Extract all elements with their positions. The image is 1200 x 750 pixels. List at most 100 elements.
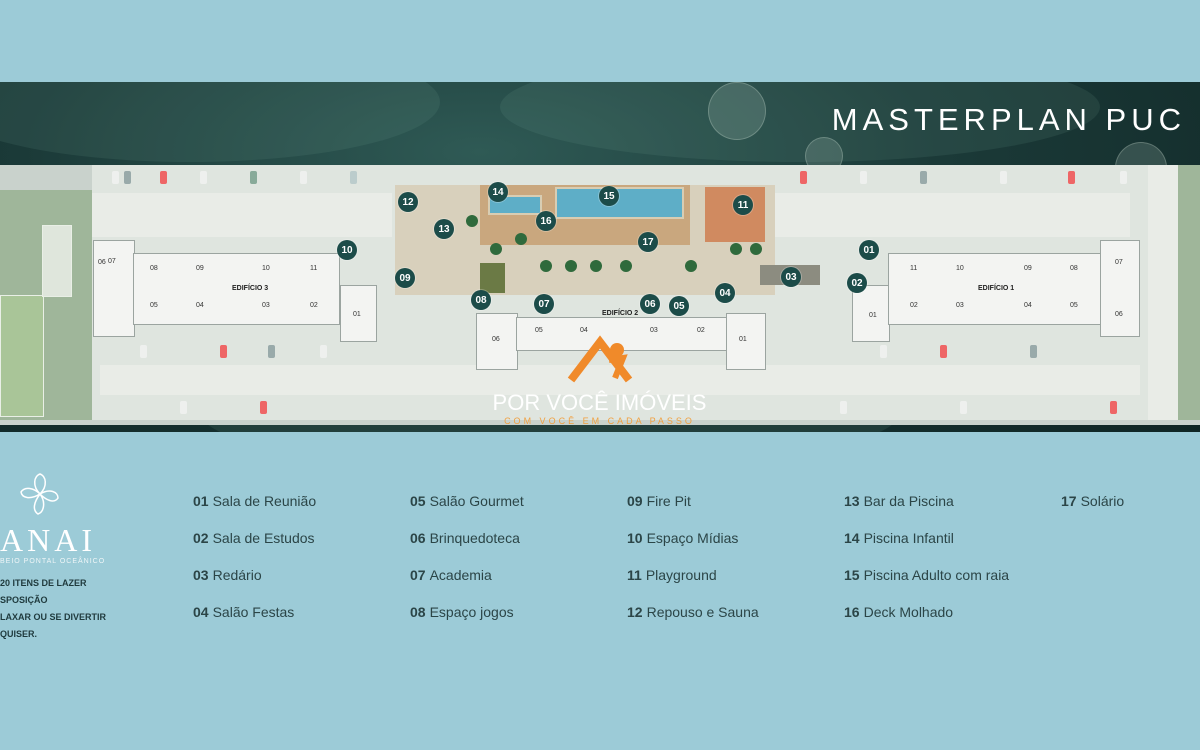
unit-label: 01 [739, 336, 747, 343]
unit-label: 08 [150, 265, 158, 272]
parked-car [1120, 171, 1127, 184]
unit-label: 04 [1024, 302, 1032, 309]
palm-tree [685, 260, 697, 272]
parked-car [200, 171, 207, 184]
parked-car [920, 171, 927, 184]
unit-label: 04 [580, 327, 588, 334]
unit-label: 02 [310, 302, 318, 309]
building-3-wing: 06 [93, 240, 135, 337]
legend-number: 03 [193, 567, 209, 583]
marker-16[interactable]: 16 [536, 211, 556, 231]
legend-label: Repouso e Sauna [646, 604, 759, 620]
watermark-text: POR VOCÊ IMÓVEIS [492, 390, 707, 415]
legend-label: Brinquedoteca [429, 530, 520, 546]
legend-label: Salão Gourmet [429, 493, 524, 509]
marker-05[interactable]: 05 [669, 296, 689, 316]
brand-name: ANAI [0, 522, 96, 558]
green-area [1178, 165, 1200, 420]
legend-label: Piscina Infantil [863, 530, 954, 546]
road [92, 193, 392, 237]
marker-10[interactable]: 10 [337, 240, 357, 260]
unit-label: 01 [869, 312, 877, 319]
unit-label: 03 [650, 327, 658, 334]
parked-car [140, 345, 147, 358]
unit-label: 02 [910, 302, 918, 309]
legend-number: 05 [410, 493, 426, 509]
legend-number: 09 [627, 493, 643, 509]
unit-label: 10 [262, 265, 270, 272]
palm-tree [565, 260, 577, 272]
legend-label: Academia [429, 567, 492, 583]
parked-car [1000, 171, 1007, 184]
legend-number: 14 [844, 530, 860, 546]
road [770, 193, 1130, 237]
parked-car [1030, 345, 1037, 358]
building-3 [133, 253, 340, 325]
unit-label: 07 [1115, 259, 1123, 266]
legend-number: 04 [193, 604, 209, 620]
marker-02[interactable]: 02 [847, 273, 867, 293]
parked-car [860, 171, 867, 184]
marker-07[interactable]: 07 [534, 294, 554, 314]
palm-tree [515, 233, 527, 245]
unit-label: 11 [310, 265, 318, 272]
unit-label: 02 [697, 327, 705, 334]
legend-label: Sala de Estudos [212, 530, 315, 546]
legend-number: 06 [410, 530, 426, 546]
building-2-wing: 01 [726, 313, 766, 370]
legend-number: 07 [410, 567, 426, 583]
parked-car [112, 171, 119, 184]
marker-11[interactable]: 11 [733, 195, 753, 215]
parked-car [180, 401, 187, 414]
parked-car [268, 345, 275, 358]
marker-15[interactable]: 15 [599, 186, 619, 206]
legend-label: Playground [645, 567, 717, 583]
unit-label: 11 [910, 265, 918, 272]
wave-decoration [0, 82, 440, 162]
building-name: EDIFÍCIO 1 [978, 285, 1015, 292]
unit-label: 05 [1070, 302, 1078, 309]
brand-description: 20 ITENS DE LAZER SPOSIÇÃO LAXAR OU SE D… [0, 578, 107, 639]
marker-14[interactable]: 14 [488, 182, 508, 202]
marker-01[interactable]: 01 [859, 240, 879, 260]
unit-label: 07 [108, 258, 116, 265]
marker-08[interactable]: 08 [471, 290, 491, 310]
legend-label: Redário [212, 567, 262, 583]
palm-tree [490, 243, 502, 255]
watermark: POR VOCÊ IMÓVEIS COM VOCÊ EM CADA PASSO [487, 330, 712, 426]
playground-area [705, 187, 765, 242]
marker-04[interactable]: 04 [715, 283, 735, 303]
legend-number: 13 [844, 493, 860, 509]
unit-label: 03 [262, 302, 270, 309]
marker-03[interactable]: 03 [781, 267, 801, 287]
legend-label: Espaço Mídias [646, 530, 739, 546]
marker-17[interactable]: 17 [638, 232, 658, 252]
parked-car [840, 401, 847, 414]
parked-car [260, 401, 267, 414]
parked-car [124, 171, 131, 184]
road [1148, 165, 1178, 420]
watermark-subtext: COM VOCÊ EM CADA PASSO [504, 416, 695, 426]
marker-06[interactable]: 06 [640, 294, 660, 314]
legend-number: 08 [410, 604, 426, 620]
unit-label: 05 [150, 302, 158, 309]
legend-label: Piscina Adulto com raia [863, 567, 1010, 583]
parked-car [220, 345, 227, 358]
marker-13[interactable]: 13 [434, 219, 454, 239]
building-1 [888, 253, 1102, 325]
marker-12[interactable]: 12 [398, 192, 418, 212]
parked-car [320, 345, 327, 358]
sports-court [42, 225, 72, 297]
marker-09[interactable]: 09 [395, 268, 415, 288]
